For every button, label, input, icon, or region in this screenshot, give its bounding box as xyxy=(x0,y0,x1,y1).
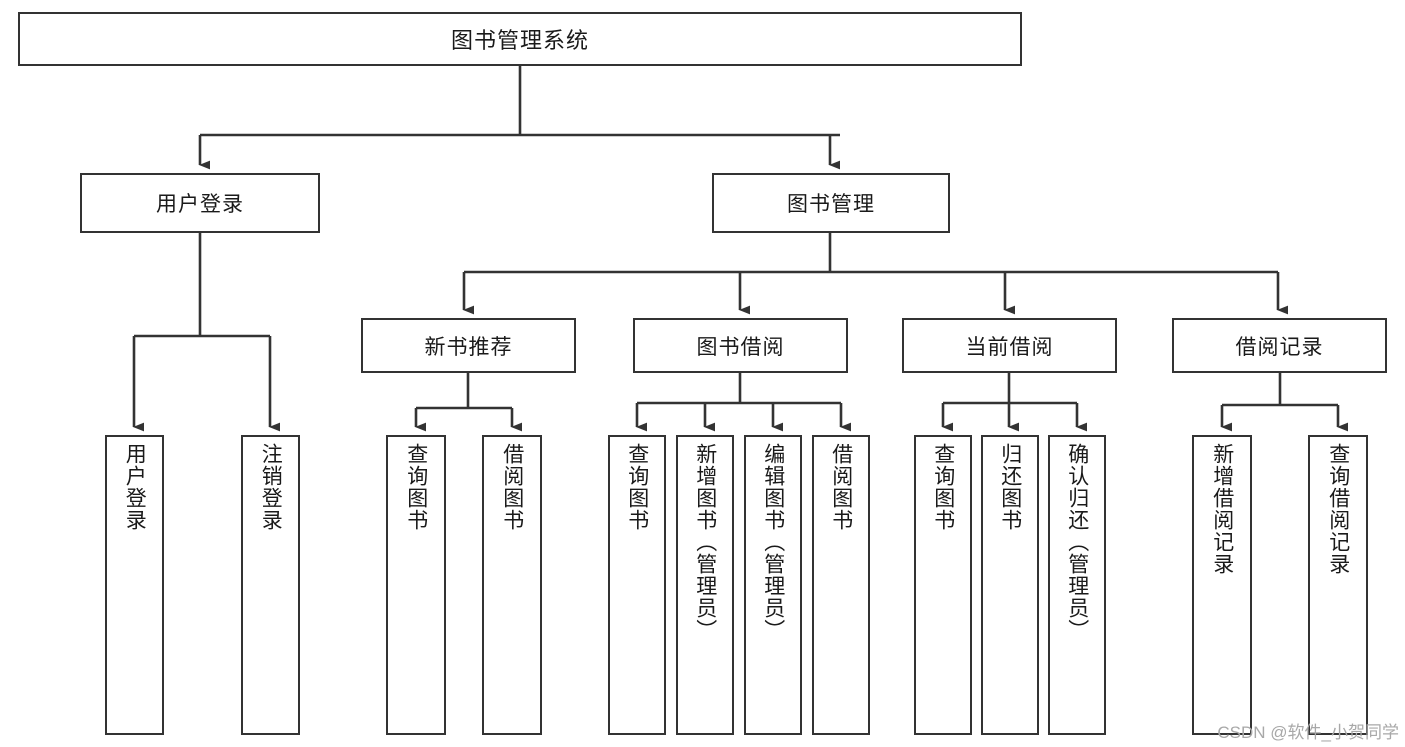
node-leaf-add-record-label: 新增借阅记录 xyxy=(1210,443,1234,575)
node-leaf-borrow-book-1[interactable]: 借阅图书 xyxy=(482,435,542,735)
node-leaf-user-login[interactable]: 用户登录 xyxy=(105,435,164,735)
node-leaf-logout[interactable]: 注销登录 xyxy=(241,435,300,735)
node-leaf-query-book-3[interactable]: 查询图书 xyxy=(914,435,972,735)
node-leaf-return-book[interactable]: 归还图书 xyxy=(981,435,1039,735)
node-leaf-edit-book[interactable]: 编辑图书（管理员） xyxy=(744,435,802,735)
node-leaf-add-record[interactable]: 新增借阅记录 xyxy=(1192,435,1252,735)
node-user-login-label: 用户登录 xyxy=(156,193,244,216)
node-borrow-record[interactable]: 借阅记录 xyxy=(1172,318,1387,373)
node-leaf-user-login-label: 用户登录 xyxy=(123,443,147,531)
node-leaf-borrow-book-1-label: 借阅图书 xyxy=(500,443,524,531)
node-leaf-query-book-1-label: 查询图书 xyxy=(404,443,428,531)
node-book-borrow-label: 图书借阅 xyxy=(696,335,785,359)
node-book-manage[interactable]: 图书管理 xyxy=(712,173,950,233)
node-leaf-query-book-3-label: 查询图书 xyxy=(931,443,955,531)
node-root-label: 图书管理系统 xyxy=(450,28,589,53)
node-leaf-query-book-1[interactable]: 查询图书 xyxy=(386,435,446,735)
node-leaf-borrow-book-2[interactable]: 借阅图书 xyxy=(812,435,870,735)
node-root[interactable]: 图书管理系统 xyxy=(18,12,1022,66)
node-leaf-edit-book-label: 编辑图书（管理员） xyxy=(761,443,785,641)
node-leaf-query-record-label: 查询借阅记录 xyxy=(1326,443,1350,575)
node-user-login[interactable]: 用户登录 xyxy=(80,173,320,233)
node-leaf-confirm-return[interactable]: 确认归还（管理员） xyxy=(1048,435,1106,735)
node-leaf-borrow-book-2-label: 借阅图书 xyxy=(829,443,853,531)
node-leaf-add-book-label: 新增图书（管理员） xyxy=(693,443,717,641)
node-leaf-confirm-return-label: 确认归还（管理员） xyxy=(1065,443,1089,641)
node-current-borrow-label: 当前借阅 xyxy=(965,335,1054,359)
node-leaf-add-book[interactable]: 新增图书（管理员） xyxy=(676,435,734,735)
node-leaf-query-record[interactable]: 查询借阅记录 xyxy=(1308,435,1368,735)
node-leaf-logout-label: 注销登录 xyxy=(259,443,283,531)
watermark: CSDN @软件_小贺同学 xyxy=(1217,723,1399,742)
node-current-borrow[interactable]: 当前借阅 xyxy=(902,318,1117,373)
node-leaf-query-book-2-label: 查询图书 xyxy=(625,443,649,531)
node-leaf-query-book-2[interactable]: 查询图书 xyxy=(608,435,666,735)
node-leaf-return-book-label: 归还图书 xyxy=(998,443,1022,531)
node-new-book-rec-label: 新书推荐 xyxy=(424,335,513,359)
node-borrow-record-label: 借阅记录 xyxy=(1235,335,1324,359)
node-book-borrow[interactable]: 图书借阅 xyxy=(633,318,848,373)
node-new-book-rec[interactable]: 新书推荐 xyxy=(361,318,576,373)
node-book-manage-label: 图书管理 xyxy=(787,193,875,216)
